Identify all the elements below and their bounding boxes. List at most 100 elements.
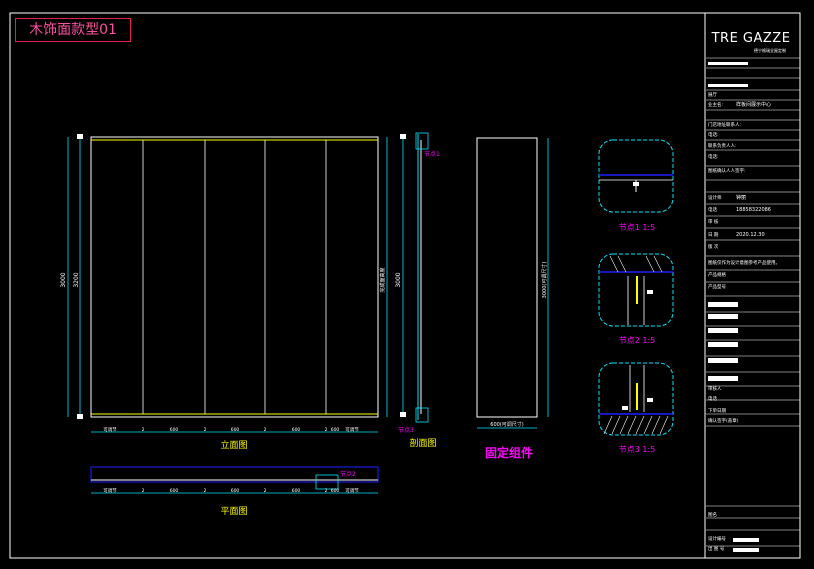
title-block-value: 样板间展示中心 (736, 101, 771, 108)
plan-dim-label: 600 (292, 488, 301, 494)
height-total-label: 3200 (73, 272, 80, 287)
plan-outline (90, 466, 379, 483)
detail3-screw (622, 406, 628, 410)
section-top-bracket (415, 132, 429, 150)
detail-3: 节点3 1:5 (598, 362, 674, 454)
fixing-view-label: 固定组件 (485, 445, 533, 460)
section-height-label: 3000 (395, 272, 402, 287)
title-block-fill (708, 342, 738, 347)
title-block-label: 下单日期 (708, 407, 726, 414)
company-logo: TRE GAZZE (711, 31, 791, 46)
title-block-label: 版 次 (708, 243, 719, 250)
sheet-frame (9, 12, 801, 559)
fixing-height-label: 3000(可调尺寸) (541, 262, 548, 299)
title-block-label: 确认签字(盖章) (708, 417, 739, 424)
title-block-label: 产品型号 (708, 283, 726, 290)
height-finished-label: 完成面高度 (379, 267, 386, 292)
section-node1-label: 节点1 (424, 150, 440, 158)
title-block-label: 电话 (708, 206, 717, 213)
detail3-label: 节点3 1:5 (619, 445, 656, 454)
plan-dim-label: 2 (264, 488, 267, 494)
company-logo-sub: 德宁格瑞全屋定制 (754, 47, 786, 53)
title-block-fill (708, 328, 738, 333)
elevation-outline (90, 136, 379, 418)
title-block-label: 产品规格 (708, 271, 726, 278)
title-block-fill (708, 302, 738, 307)
plan-dim-label: 600 (331, 488, 340, 494)
plan-dim-label: 2 (325, 488, 328, 494)
dim-tick (400, 412, 406, 417)
detail-2: 节点2 1:5 (598, 253, 674, 345)
title-block-fill (708, 84, 748, 87)
title-block-fill (733, 538, 759, 542)
title-block-label: 电话: (708, 131, 719, 138)
section-view-label: 剖面图 (409, 437, 436, 449)
section-bottom-bracket (415, 407, 429, 423)
drawing-title: 木饰面款型01 (15, 18, 131, 42)
plan-dim-label: 可调节 (345, 487, 359, 494)
title-block-fill (708, 358, 738, 363)
detail2-screw (647, 290, 653, 294)
dim-tick (77, 414, 83, 419)
plan-dim-label: 可调节 (103, 487, 117, 494)
title-block-value: 钟丽 (736, 194, 746, 201)
title-block-label: 电话: (708, 153, 719, 160)
detail3-screw (647, 398, 653, 402)
detail1-label: 节点1 1:5 (619, 223, 656, 232)
section-view: 3000 节点1 节点3 剖面图 (395, 132, 440, 449)
detail2-label: 节点2 1:5 (619, 336, 656, 345)
plan-node-box (315, 474, 339, 490)
bottom-dim-label: 600 (170, 427, 179, 433)
title-block-label: 图纸确认人人签字: (708, 167, 746, 174)
title-block-label: 门店地址联系人: (708, 121, 741, 128)
title-block-rows: 展厅业主名:样板间展示中心门店地址联系人:电话:联系负责人人:电话:图纸确认人人… (706, 57, 800, 552)
title-block-label: 图名 (708, 511, 717, 518)
plan-dim-label: 600 (170, 488, 179, 494)
detail3-hatch (603, 415, 669, 435)
title-block-label: 审 核 (708, 218, 719, 225)
title-block-fill (733, 548, 759, 552)
bottom-dim-label: 2 (325, 427, 328, 433)
title-block-label: 审核人 (708, 385, 722, 392)
plan-view-label: 平面图 (220, 506, 247, 517)
title-block-fill (708, 314, 738, 319)
title-block-frame (704, 12, 801, 559)
bottom-dim-label: 可调节 (103, 426, 117, 433)
plan-dim-label: 2 (204, 488, 207, 494)
bottom-dim-label: 600 (292, 427, 301, 433)
title-block-label: 电话 (708, 395, 717, 402)
detail2-hatch (609, 255, 663, 273)
bottom-dim-label: 2 (142, 427, 145, 433)
height-main-label: 3000 (60, 272, 67, 287)
title-block-value: 18858322086 (736, 207, 771, 213)
elevation-view-label: 立面图 (220, 439, 247, 451)
bottom-dim-label: 600 (331, 427, 340, 433)
title-block: TRE GAZZE 德宁格瑞全屋定制 展厅业主名:样板间展示中心门店地址联系人:… (704, 12, 801, 559)
title-block-label: 日 期 (708, 232, 719, 238)
section-node3-label: 节点3 (398, 426, 414, 434)
title-block-value: 2020.12.30 (736, 232, 765, 238)
plan-dim-label: 600 (231, 488, 240, 494)
detail1-screw (633, 182, 639, 186)
dim-tick (400, 134, 406, 139)
fixing-component-view: 3000(可调尺寸) 600(可调尺寸) 固定组件 (476, 137, 549, 460)
title-block-label: 设计编号 (708, 535, 726, 542)
title-block-label: 图纸仅作为设计意图参考产品使用。 (708, 259, 780, 266)
bottom-dim-label: 2 (204, 427, 207, 433)
dim-tick (77, 134, 83, 139)
title-block-label: 设计师 (708, 194, 722, 201)
title-block-label: 出 图 号 (708, 545, 725, 552)
title-block-label: 联系负责人人: (708, 142, 737, 149)
bottom-dim-label: 可调节 (345, 426, 359, 433)
fixing-width-label: 600(可调尺寸) (490, 421, 523, 428)
plan-dim-label: 2 (142, 488, 145, 494)
bottom-dim-label: 2 (264, 427, 267, 433)
title-block-label: 业主名: (708, 101, 723, 108)
detail2-frame (598, 253, 674, 327)
plan-node-label: 节点2 (340, 470, 356, 478)
fixing-outline (476, 137, 538, 418)
